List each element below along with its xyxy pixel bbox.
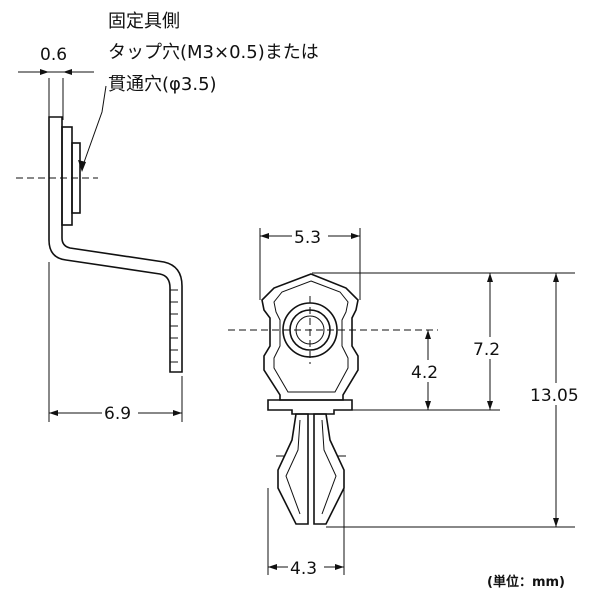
arrow-thickness-right bbox=[63, 69, 72, 75]
arrow-69-left bbox=[49, 410, 58, 416]
unit-label: (単位：mm) bbox=[487, 574, 565, 590]
tab-prong-left bbox=[277, 413, 309, 525]
note-line-2: タップ穴(M3×0.5)または bbox=[108, 42, 319, 63]
side-boss-outer bbox=[61, 126, 73, 226]
arrow-1305-bottom bbox=[553, 518, 559, 527]
dim-thickness-label: 0.6 bbox=[40, 45, 67, 65]
note-line-1: 固定具側 bbox=[108, 11, 180, 32]
side-boss-inner bbox=[71, 142, 81, 214]
side-plate-outline bbox=[48, 116, 183, 373]
arrow-43-left bbox=[268, 564, 277, 570]
terminal-body-outline bbox=[261, 273, 359, 401]
arrow-53-right bbox=[351, 233, 360, 239]
dim-tab-width-label: 4.3 bbox=[290, 559, 317, 579]
arrow-thickness-left bbox=[40, 69, 49, 75]
arrow-1305-top bbox=[553, 273, 559, 282]
side-leg-steps bbox=[170, 289, 178, 363]
note-leader-line bbox=[81, 85, 107, 169]
arrow-43-right bbox=[335, 564, 344, 570]
front-view: 5.3 4.3 4.2 bbox=[228, 226, 584, 579]
dim-hole-to-top-label: 7.2 bbox=[473, 340, 500, 360]
note-line-3: 貫通穴(φ3.5) bbox=[108, 74, 217, 95]
dim-69-label-bg bbox=[102, 402, 138, 422]
dim-42-label-bg bbox=[410, 360, 446, 382]
arrow-69-right bbox=[173, 410, 182, 416]
dim-width-label: 5.3 bbox=[294, 228, 321, 248]
tab-prong-inner-lines bbox=[285, 419, 337, 515]
dim-53-label-bg bbox=[292, 226, 328, 246]
terminal-body-inner bbox=[273, 280, 349, 393]
dim-43-label-bg bbox=[288, 557, 324, 577]
side-view: 0.6 6.9 bbox=[16, 45, 183, 424]
arrow-42-top bbox=[425, 330, 431, 339]
arrow-72-bottom bbox=[487, 401, 493, 410]
arrow-42-bottom bbox=[425, 401, 431, 410]
dim-side-length-label: 6.9 bbox=[104, 404, 131, 424]
dim-1305-label-bg bbox=[528, 383, 584, 405]
arrow-72-top bbox=[487, 273, 493, 282]
terminal-shoulder bbox=[267, 399, 353, 415]
note-leader-arrow bbox=[78, 160, 86, 172]
dim-hole-offset-label: 4.2 bbox=[411, 363, 438, 383]
dim-total-length-label: 13.05 bbox=[530, 386, 579, 406]
arrow-53-left bbox=[260, 233, 269, 239]
tab-prong-right bbox=[313, 413, 345, 525]
dim-72-label-bg bbox=[472, 337, 508, 359]
